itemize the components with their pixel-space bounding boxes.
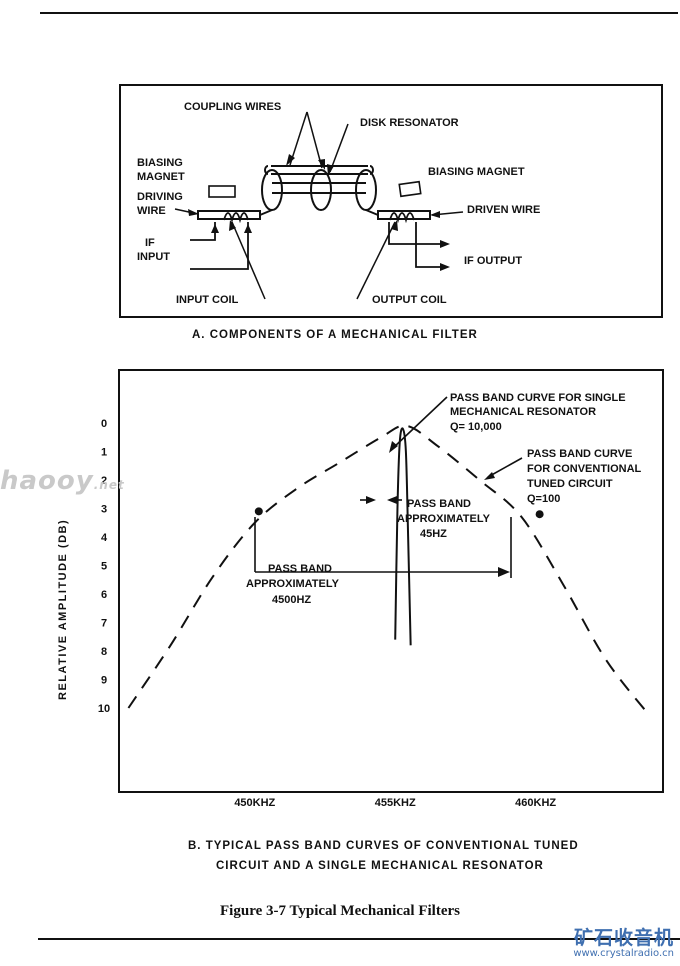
input-coil <box>223 212 249 224</box>
caption-b-line-2: CIRCUIT AND A SINGLE MECHANICAL RESONATO… <box>216 860 544 872</box>
x-tick-label: 450KHZ <box>234 797 275 809</box>
annot-wide-2: APPROXIMATELY <box>246 578 340 590</box>
output-coil <box>389 212 415 224</box>
y-tick-label: 4 <box>101 532 108 544</box>
annot-wide-3: 4500HZ <box>272 594 311 606</box>
y-tick-label: 8 <box>101 646 107 658</box>
disk-resonator-1 <box>261 169 283 211</box>
label-output-coil: OUTPUT COIL <box>372 294 447 306</box>
label-driven-wire: DRIVEN WIRE <box>467 204 540 216</box>
annot-conv-1: PASS BAND CURVE <box>527 448 632 460</box>
x-tick-label: 455KHZ <box>375 797 416 809</box>
watermark-right-cn: 矿石收音机 <box>573 927 674 949</box>
figure-title: Figure 3-7 Typical Mechanical Filters <box>220 903 460 919</box>
y-tick-label: 5 <box>101 561 107 573</box>
mechanical-filter-diagram: COUPLING WIRES DISK RESONATOR BIASING MA… <box>137 101 540 306</box>
annot-conv-4: Q=100 <box>527 493 560 505</box>
annot-narrow-2: APPROXIMATELY <box>397 513 491 525</box>
annot-narrow-1: PASS BAND <box>407 498 471 510</box>
label-biasing-magnet-right: BIASING MAGNET <box>428 166 525 178</box>
label-input-coil: INPUT COIL <box>176 294 239 306</box>
pass-band-chart: 0 1 2 3 4 5 6 7 8 9 10 450KHZ 455KHZ 460KHZ PASS BAN… <box>57 392 649 809</box>
conventional-tuned-curve <box>127 424 649 715</box>
annot-narrow-3: 45HZ <box>420 528 447 540</box>
disk-resonator-3 <box>355 169 377 211</box>
y-axis-label: RELATIVE AMPLITUDE (DB) <box>57 519 69 700</box>
disk-resonator-2 <box>310 169 332 211</box>
label-if-output: IF OUTPUT <box>464 255 522 267</box>
watermark-right: 矿石收音机 www.crystalradio.cn <box>573 923 674 959</box>
single-resonator-leader <box>392 396 448 449</box>
y-tick-label: 1 <box>101 447 107 459</box>
y-tick-label: 10 <box>98 703 110 715</box>
y-tick-label: 6 <box>101 589 107 601</box>
diagram-a-frame <box>119 84 663 318</box>
watermark-right-url: www.crystalradio.cn <box>573 948 674 959</box>
annot-conv-3: TUNED CIRCUIT <box>527 478 613 490</box>
watermark-left: haooy.net <box>0 466 125 496</box>
y-tick-label: 9 <box>101 675 107 687</box>
pass-band-point <box>254 507 263 516</box>
label-disk-resonator: DISK RESONATOR <box>360 117 459 129</box>
coupling-wires-cylinder <box>264 165 374 175</box>
biasing-magnet-left <box>208 185 236 198</box>
label-biasing-magnet-left-2: MAGNET <box>137 171 185 183</box>
top-rule <box>40 12 678 14</box>
label-coupling-wires: COUPLING WIRES <box>184 101 281 113</box>
annot-single-3: Q= 10,000 <box>450 421 502 433</box>
y-tick-label: 7 <box>101 618 107 630</box>
annot-wide-1: PASS BAND <box>268 563 332 575</box>
annot-conv-2: FOR CONVENTIONAL <box>527 463 642 475</box>
label-if-input-2: INPUT <box>137 251 170 263</box>
single-resonator-curve <box>394 427 412 646</box>
caption-a: A. COMPONENTS OF A MECHANICAL FILTER <box>192 329 478 341</box>
chart-b-frame <box>118 369 664 793</box>
y-tick-label: 2 <box>101 475 107 487</box>
y-tick-label: 0 <box>101 418 107 430</box>
conventional-leader <box>487 457 523 478</box>
label-driving-wire-1: DRIVING <box>137 191 183 203</box>
label-driving-wire-2: WIRE <box>137 205 166 217</box>
bottom-rule <box>38 938 680 940</box>
label-biasing-magnet-left-1: BIASING <box>137 157 183 169</box>
annot-single-2: MECHANICAL RESONATOR <box>450 406 596 418</box>
label-if-input-1: IF <box>145 237 155 249</box>
biasing-magnet-right <box>398 180 422 198</box>
pass-band-point <box>535 510 544 519</box>
caption-b-line-1: B. TYPICAL PASS BAND CURVES OF CONVENTIO… <box>188 840 579 852</box>
x-tick-label: 460KHZ <box>515 797 556 809</box>
annot-single-1: PASS BAND CURVE FOR SINGLE <box>450 392 626 404</box>
y-tick-label: 3 <box>101 504 107 516</box>
